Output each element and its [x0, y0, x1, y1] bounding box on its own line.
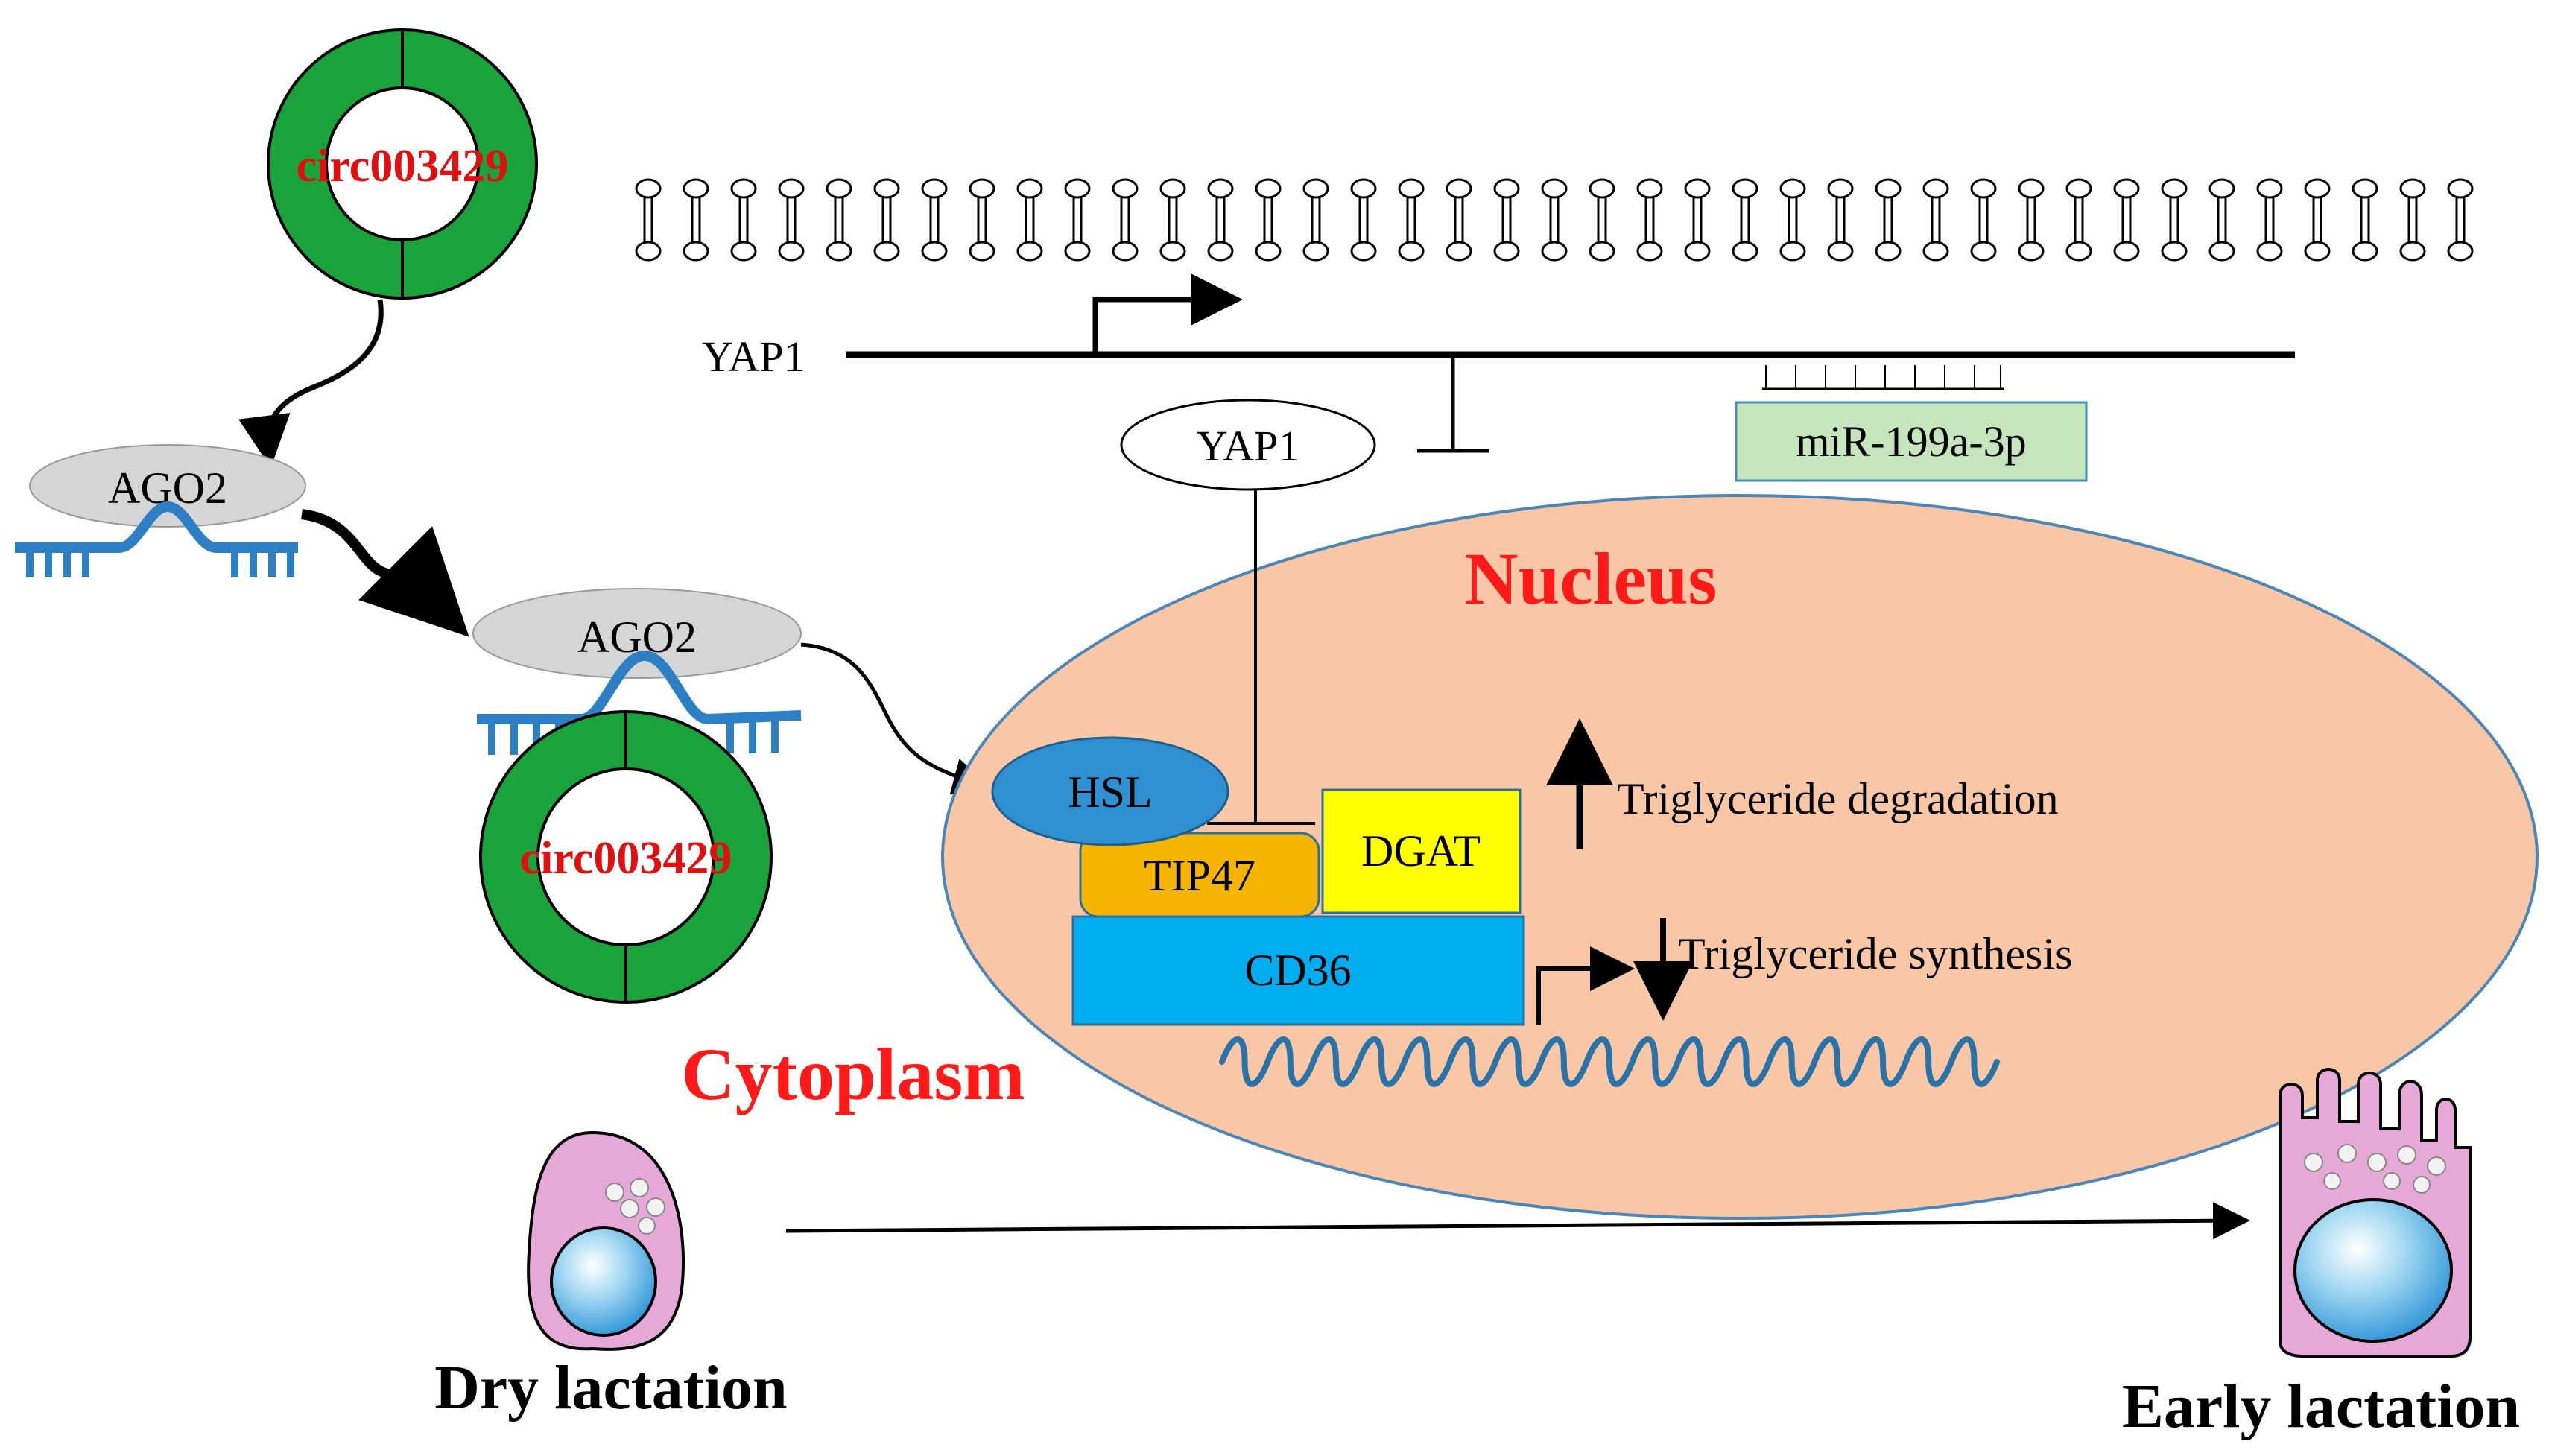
phospholipid — [1589, 178, 1615, 262]
circrna-top-label: circ003429 — [297, 141, 509, 192]
synthesis-label: Triglyceride synthesis — [1678, 929, 2072, 978]
phospholipid — [1493, 178, 1520, 262]
phospholipid — [1446, 178, 1472, 262]
transcription-arrow — [1536, 946, 1635, 1025]
mrna-wave — [1219, 1036, 2000, 1087]
phospholipid — [1159, 178, 1186, 262]
yap1-inhibits-tip47 — [1207, 490, 1315, 825]
circrna-bottom-label: circ003429 — [520, 833, 732, 884]
mirna-box — [1735, 401, 2088, 482]
early-lactation-cell — [2279, 1068, 2472, 1358]
phospholipid — [1398, 178, 1425, 262]
early-lactation-label: Early lactation — [2122, 1372, 2520, 1441]
lipid-bilayer-membrane — [635, 178, 2474, 262]
phospholipid — [1779, 178, 1806, 262]
nucleus-title: Nucleus — [1465, 537, 1717, 620]
phospholipid — [1112, 178, 1139, 262]
mirna-label: miR-199a-3p — [1796, 417, 2026, 466]
phospholipid — [1684, 178, 1711, 262]
ago2-complex-left: AGO2 — [15, 444, 306, 577]
yap1-gene-label: YAP1 — [702, 332, 805, 381]
degradation-label: Triglyceride degradation — [1617, 774, 2059, 823]
phospholipid — [2065, 178, 2092, 262]
arrow-ago2-to-hsl — [800, 642, 991, 795]
yap1-promoter-arrow — [1092, 273, 1243, 355]
phospholipid — [2304, 178, 2331, 262]
phospholipid — [1302, 178, 1329, 262]
phospholipid — [2352, 178, 2378, 262]
phospholipid — [2256, 178, 2283, 262]
cd36-box — [1071, 915, 1525, 1026]
phospholipid — [1255, 178, 1282, 262]
arrow-ago2-left-to-right — [300, 509, 469, 637]
yap1-protein: YAP1 — [1120, 399, 1376, 491]
circrna-top: circ003429 — [267, 28, 538, 300]
phospholipid — [2399, 178, 2426, 262]
dry-lactation-label: Dry lactation — [434, 1353, 788, 1422]
phospholipid — [1350, 178, 1377, 262]
phospholipid — [1970, 178, 1997, 262]
cd36-label: CD36 — [1244, 946, 1351, 995]
phospholipid — [2208, 178, 2235, 262]
progression-arrow — [785, 1202, 2250, 1240]
phospholipid — [2447, 178, 2474, 262]
nucleus-ellipse — [941, 494, 2539, 1220]
phospholipid — [730, 178, 757, 262]
cytoplasm-title: Cytoplasm — [681, 1033, 1025, 1115]
phospholipid — [1875, 178, 1902, 262]
tip47-label: TIP47 — [1144, 851, 1255, 900]
phospholipid — [635, 178, 662, 262]
phospholipid — [1732, 178, 1758, 262]
phospholipid — [1541, 178, 1568, 262]
phospholipid — [2161, 178, 2188, 262]
phospholipid — [1636, 178, 1663, 262]
phospholipid — [2018, 178, 2045, 262]
phospholipid — [778, 178, 805, 262]
phospholipid — [1016, 178, 1043, 262]
tip47-box — [1079, 832, 1320, 918]
mirna-binding: miR-199a-3p — [1735, 365, 2088, 482]
phospholipid — [1064, 178, 1091, 262]
ago2-circrna-complex: AGO2 circ003429 — [472, 588, 802, 1004]
phospholipid — [921, 178, 948, 262]
hsl-label: HSL — [1068, 767, 1152, 817]
phospholipid — [1827, 178, 1854, 262]
phospholipid — [1207, 178, 1234, 262]
phospholipid — [683, 178, 709, 262]
yap1-protein-label: YAP1 — [1197, 422, 1300, 470]
hsl-ellipse — [991, 736, 1229, 846]
phospholipid — [969, 178, 995, 262]
inhibition-gene-line — [1417, 355, 1489, 453]
phospholipid — [826, 178, 852, 262]
dgat-box — [1321, 788, 1522, 914]
dry-lactation-cell — [527, 1130, 685, 1351]
phospholipid — [1922, 178, 1949, 262]
arrow-circ-to-ago2 — [238, 299, 384, 468]
dgat-label: DGAT — [1361, 826, 1481, 876]
phospholipid — [873, 178, 900, 262]
phospholipid — [2113, 178, 2140, 262]
